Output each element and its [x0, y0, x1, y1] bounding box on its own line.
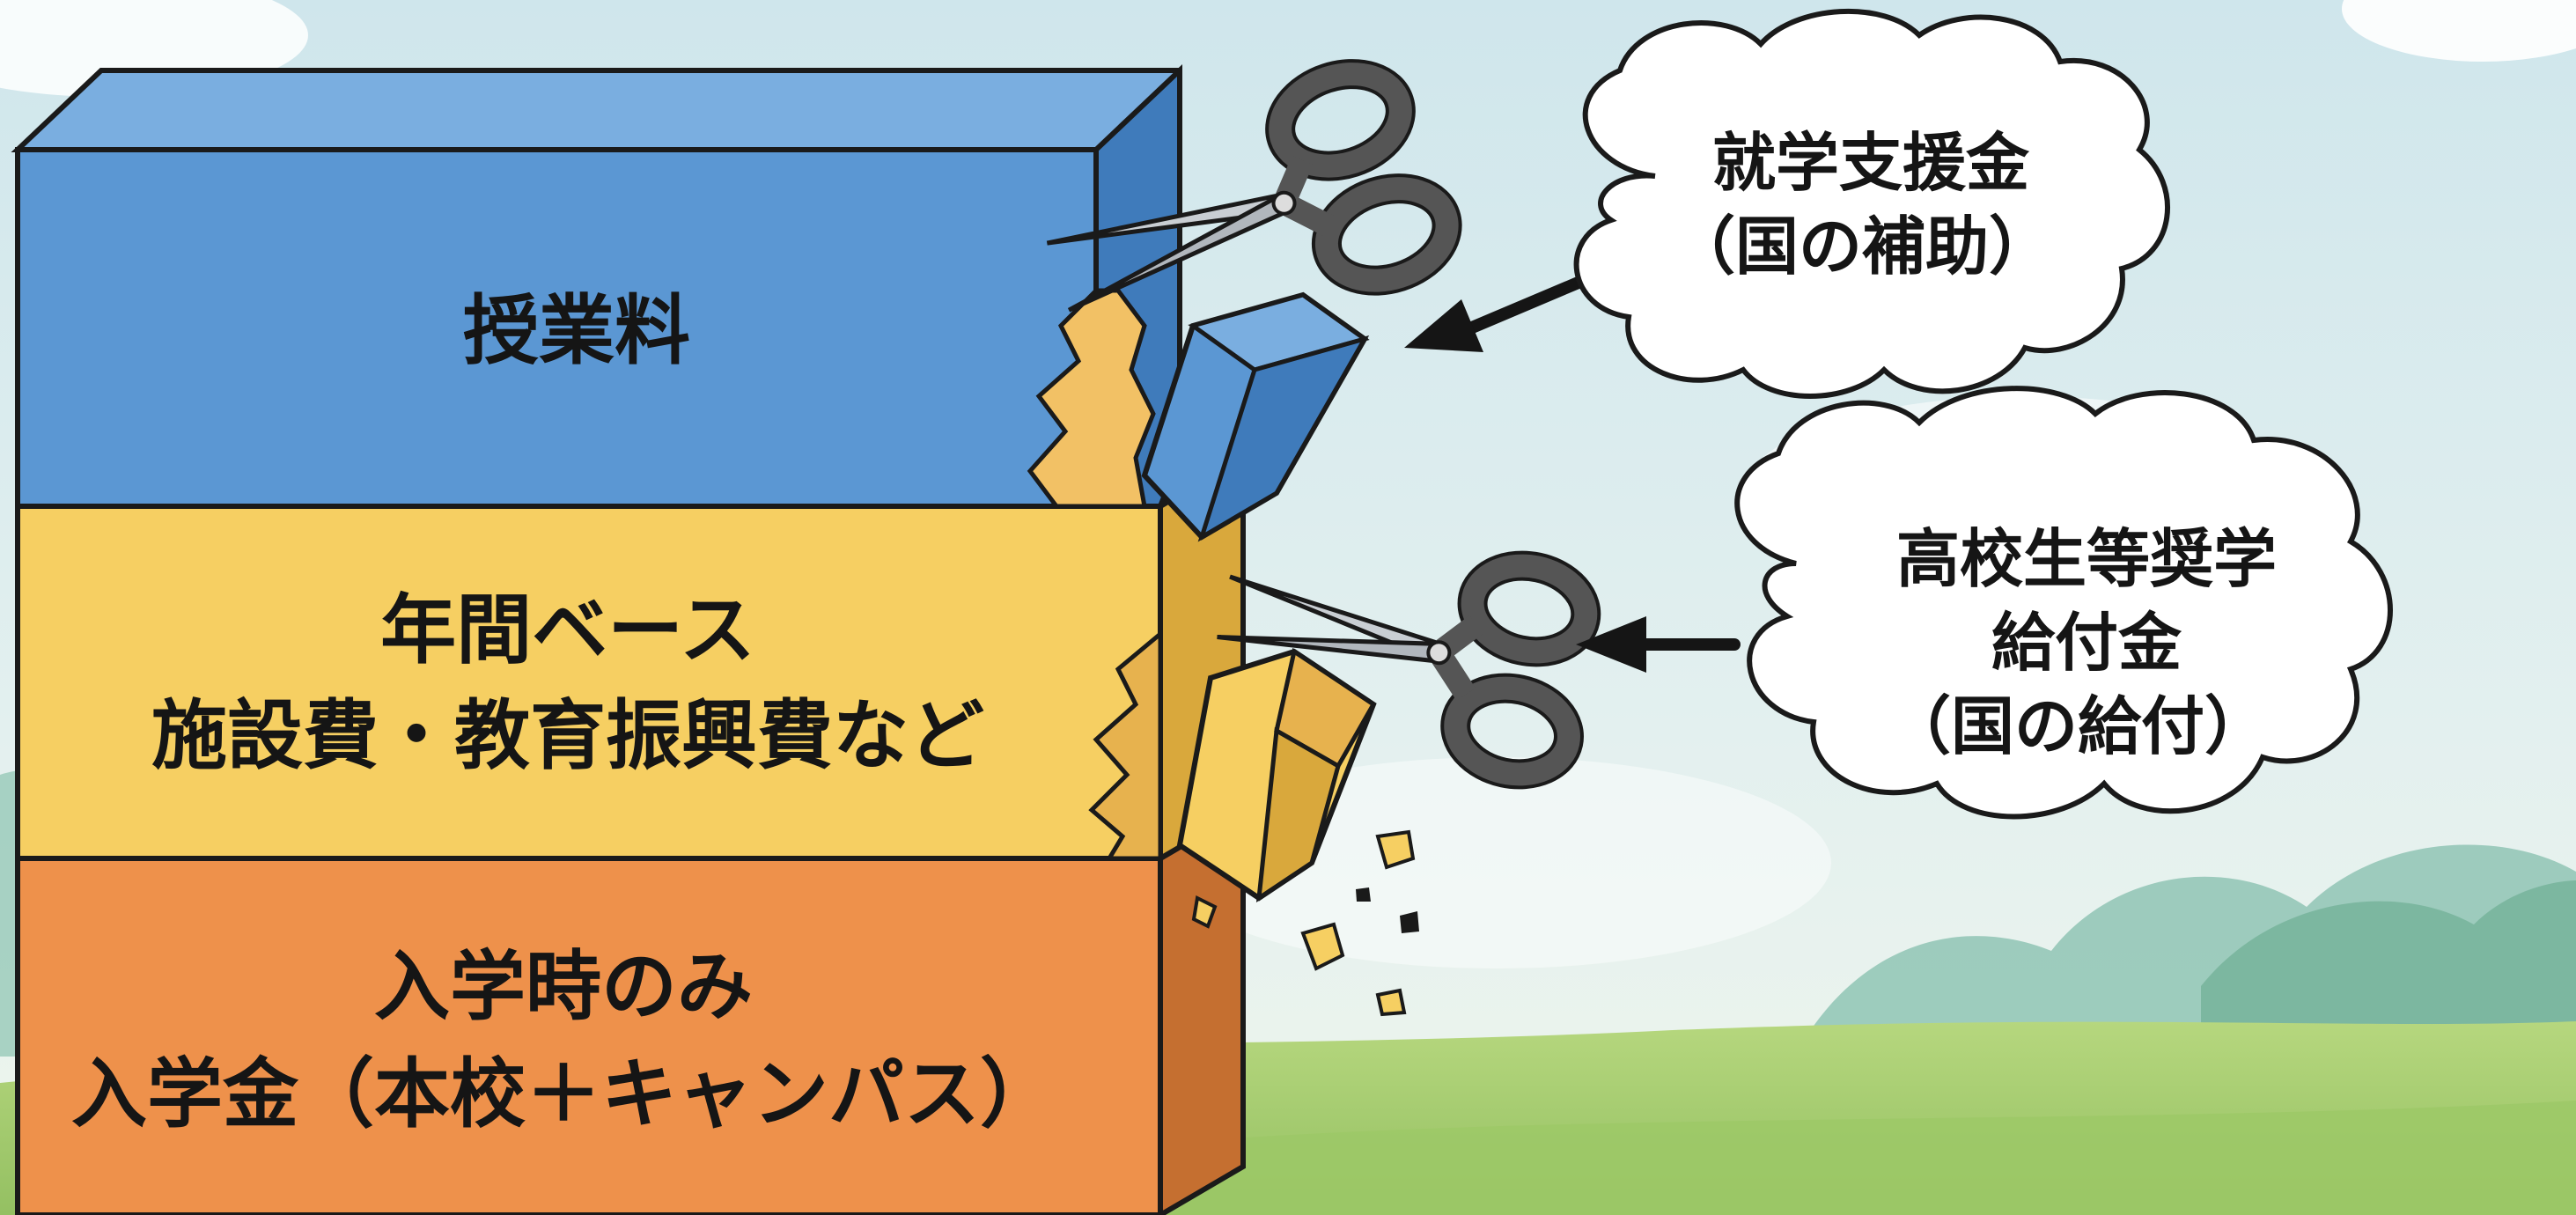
tuition-block	[11, 64, 1182, 509]
tuition-label: 授業料	[463, 287, 690, 375]
arrow-left-icon	[1404, 276, 1586, 352]
scholarship-cloud: 高校生等奨学 給付金 （国の給付）	[1734, 386, 2393, 820]
cloud-subsidy-line1: 就学支援金	[1712, 126, 2030, 200]
debris	[1300, 829, 1419, 1017]
broken-facility-piece	[1176, 647, 1377, 903]
entrance-label-line2: 入学金（本校＋キャンパス）	[71, 1050, 1056, 1138]
cloud-scholarship-line1: 高校生等奨学	[1896, 522, 2277, 596]
cloud-scholarship-line2: 給付金	[1991, 606, 2182, 680]
cloud-scholarship-line3: （国の給付）	[1888, 689, 2268, 763]
entrance-fee-block	[15, 805, 1246, 1215]
cloud-subsidy-line2: （国の補助）	[1672, 210, 2052, 284]
scissors-icon	[1217, 550, 1601, 790]
subsidy-cloud: 就学支援金 （国の補助）	[1573, 8, 2170, 399]
scissors-icon	[1046, 59, 1462, 313]
facility-label-line2: 施設費・教育振興費など	[151, 692, 984, 780]
arrow-left-icon	[1576, 616, 1741, 673]
broken-tuition-piece	[1141, 291, 1370, 542]
facility-label-line1: 年間ベース	[380, 586, 755, 674]
entrance-label-line1: 入学時のみ	[374, 943, 753, 1031]
